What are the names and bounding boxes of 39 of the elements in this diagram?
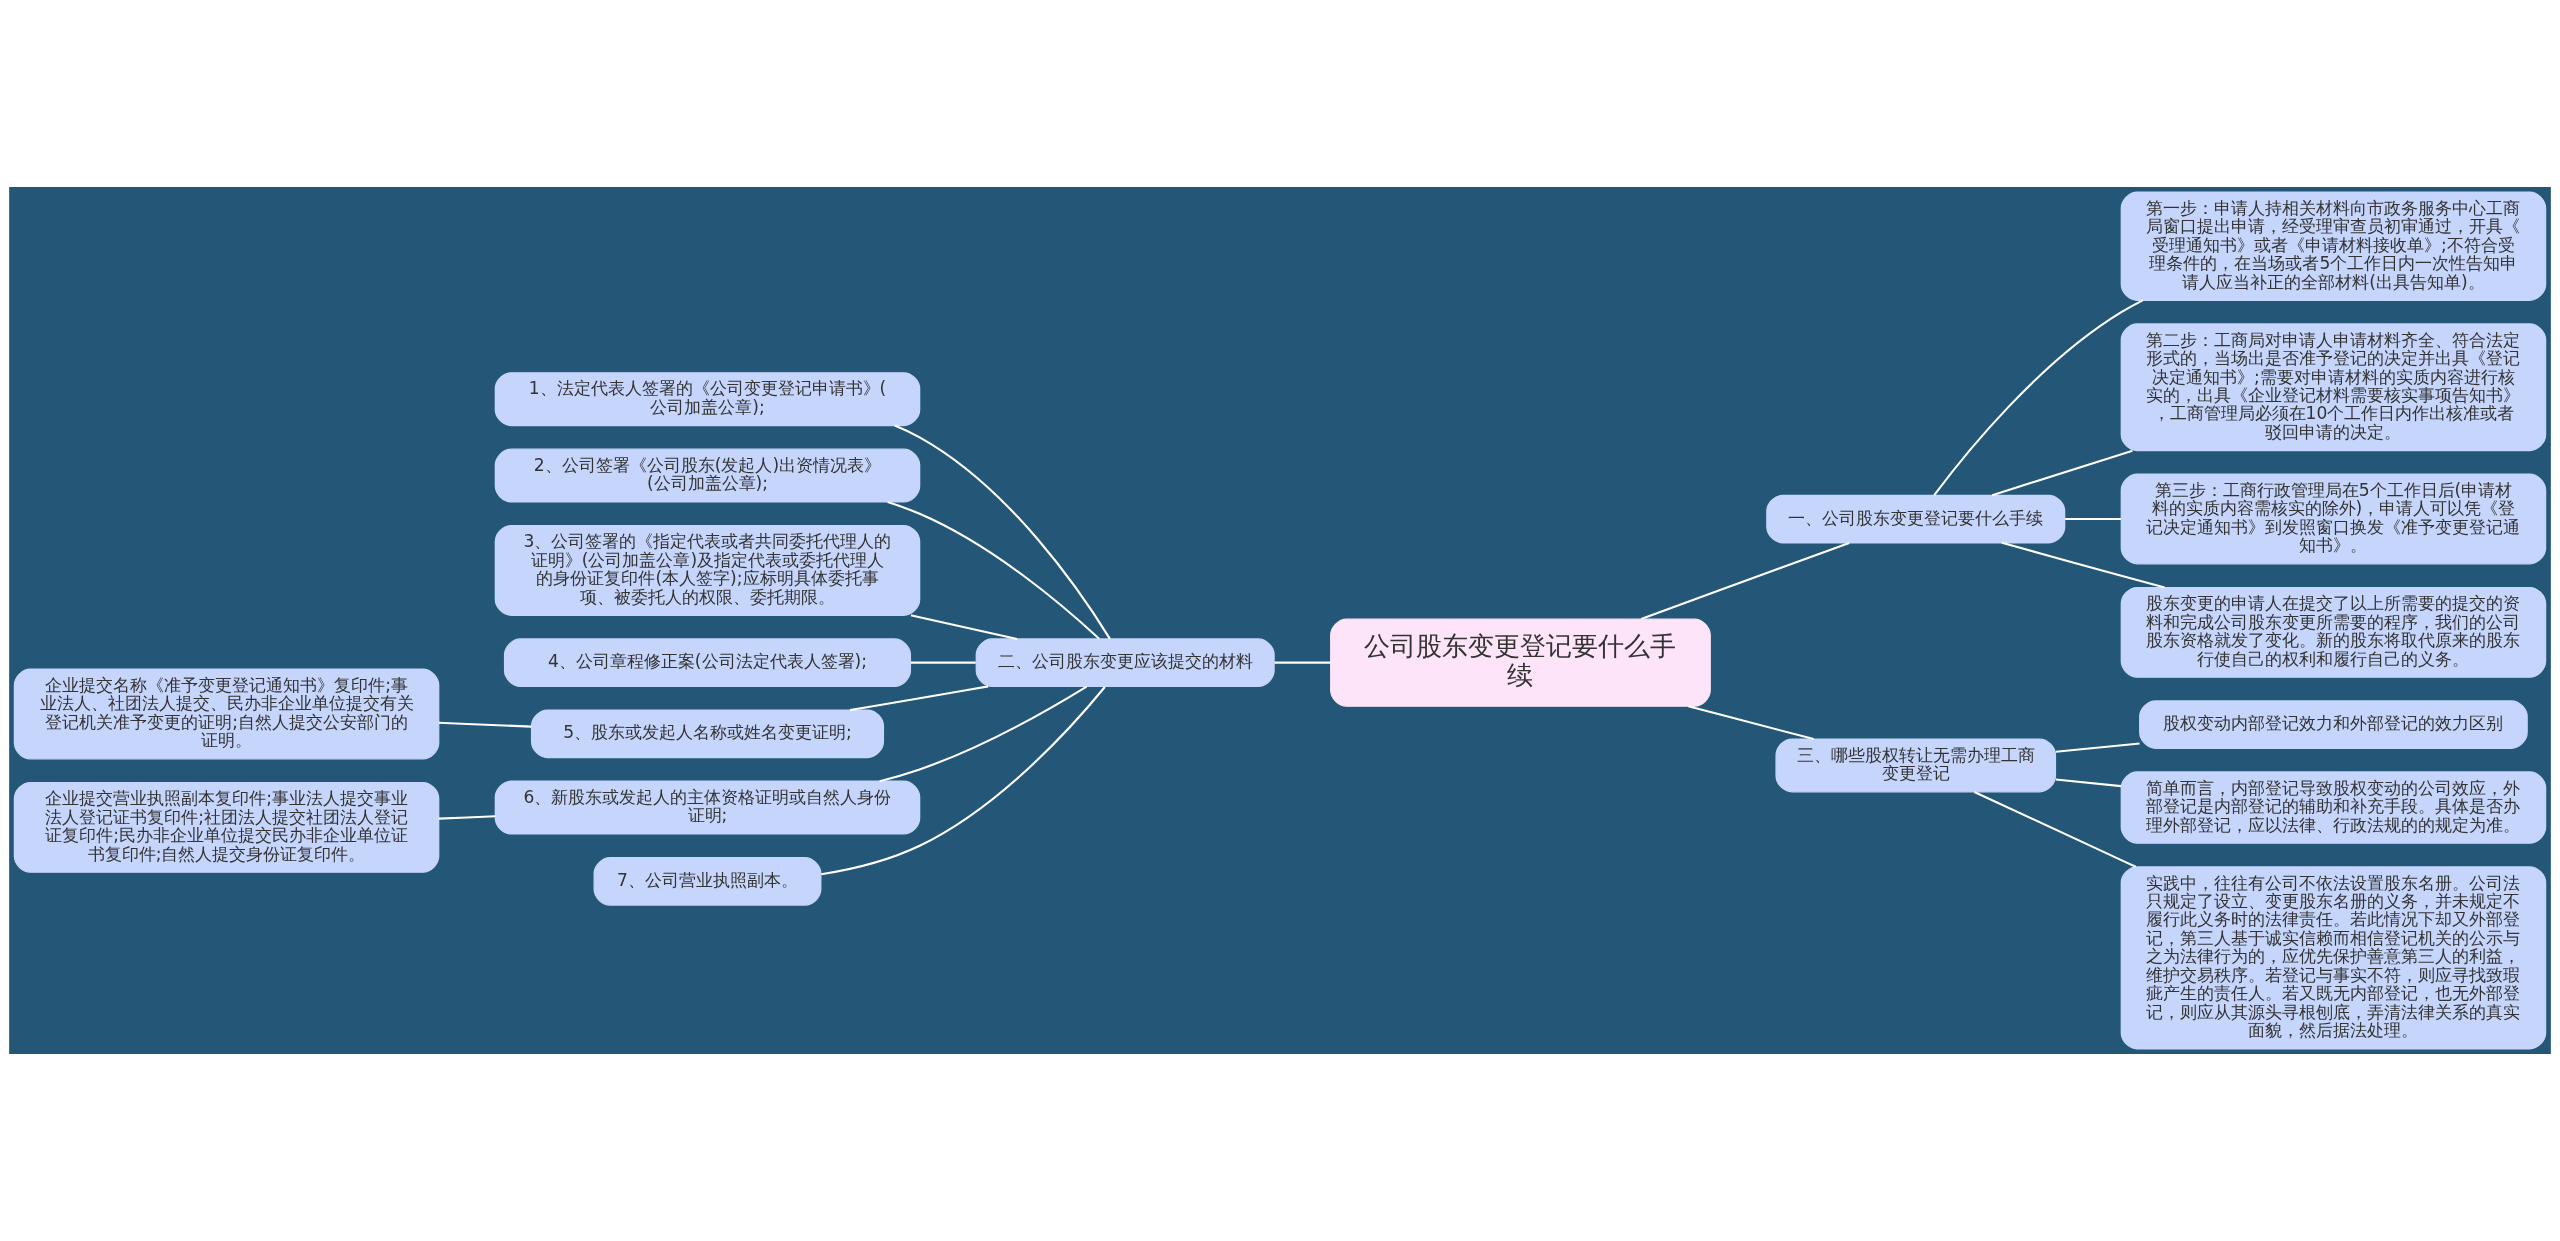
connector [1640,541,1850,620]
node-box: 1、法定代表人签署的《公司变更登记申请书》(公司加盖公章); [494,372,921,427]
node-box: 第一步：申请人持相关材料向市政务服务中心工商局窗口提出申请，经受理审查员初审通过，开具《受理通知书》或者《申请材料接收单》;不符合受理条件的，在当场或者5个工作日内一次性告知申请人应当补正的全部材料(出具告知单)。 [2120,191,2547,301]
node-box: 6、新股东或发起人的主体资格证明或自然人身份证明; [494,780,921,835]
node-box: 2、公司签署《公司股东(发起人)出资情况表》(公司加盖公章); [494,448,921,503]
node-box: 股东变更的申请人在提交了以上所需要的提交的资料和完成公司股东变更所需要的程序，我们的公司股东资格就发了变化。新的股东将取代原来的股东行使自己的权利和履行自己的义务。 [2120,586,2547,678]
connector [821,686,1106,876]
connector [1274,661,1331,664]
node-box: 一、公司股东变更登记要什么手续 [1766,494,2066,544]
node-box: 公司股东变更登记要什么手续 [1330,618,1711,707]
node-box: 7、公司营业执照副本。 [593,857,822,906]
connector [894,424,1111,640]
node-box: 第三步：工商行政管理局在5个工作日后(申请材料的实质内容需核实的除外)，申请人可以凭《登记决定通知书》到发照窗口换发《准予变更登记通知书》。 [2120,473,2547,565]
node-box: 企业提交名称《准予变更登记通知书》复印件;事业法人、社团法人提交、民办非企业单位提交有关登记机关准予变更的证明;自然人提交公安部门的证明。 [13,668,440,760]
connector [910,661,976,664]
node-box: 第二步：工商局对申请人申请材料齐全、符合法定形式的，当场出是否准予登记的决定并出具《登记决定通知书》;需要对申请材料的实质内容进行核实的，出具《企业登记材料需要核实事项告知书》，工商管理局必须在10个工作日内作出核准或者驳回申请的决定。 [2120,323,2547,452]
node-box: 简单而言，内部登记导致股权变动的公司效应，外部登记是内部登记的辅助和补充手段。具体是否办理外部登记，应以法律、行政法规的的规定为准。 [2120,771,2547,844]
node-box: 实践中，往往有公司不依法设置股东名册。公司法只规定了设立、变更股东名册的义务，并未规定不履行此义务时的法律责任。若此情况下却又外部登记，第三人基于诚实信赖而相信登记机关的公示与之为法律行为的，应优先保护善意第三人的利益，维护交易秩序。若登记与事实不符，则应寻找致瑕疵产生的责任人。若又既无内部登记，也无外部登记，则应从其源头寻根刨底，弄清法律关系的真实面貌，然后据法处理。 [2120,866,2547,1050]
connector [2055,778,2122,788]
connector [1688,705,1814,741]
connector [2055,742,2140,753]
node-box: 3、公司签署的《指定代表或者共同委托代理人的证明》(公司加盖公章)及指定代表或委托代理人的身份证复印件(本人签字);应标明具体委托事项、被委托人的权限、委托期限。 [494,524,921,616]
node-box: 5、股东或发起人名称或姓名变更证明; [530,709,885,759]
connector [887,501,1100,640]
connector [2001,541,2165,589]
node-box: 三、哪些股权转让无需办理工商变更登记 [1775,738,2057,793]
node-box: 股权变动内部登记效力和外部登记的效力区别 [2139,700,2528,749]
connector [438,721,532,728]
connector [910,614,1018,640]
connector [1973,791,2137,868]
connector [2065,518,2121,521]
connector [849,685,989,712]
node-box: 企业提交营业执照副本复印件;事业法人提交事业法人登记证书复印件;社团法人提交社团法人登记证复印件;民办非企业单位提交民办非企业单位证书复印件;自然人提交身份证复印件。 [13,781,440,873]
connector [438,815,496,820]
node-box: 4、公司章程修正案(公司法定代表人签署); [503,638,912,688]
node-box: 二、公司股东变更应该提交的材料 [975,638,1275,688]
connector [1991,449,2133,497]
connector [879,685,1088,783]
connector [1933,299,2144,496]
